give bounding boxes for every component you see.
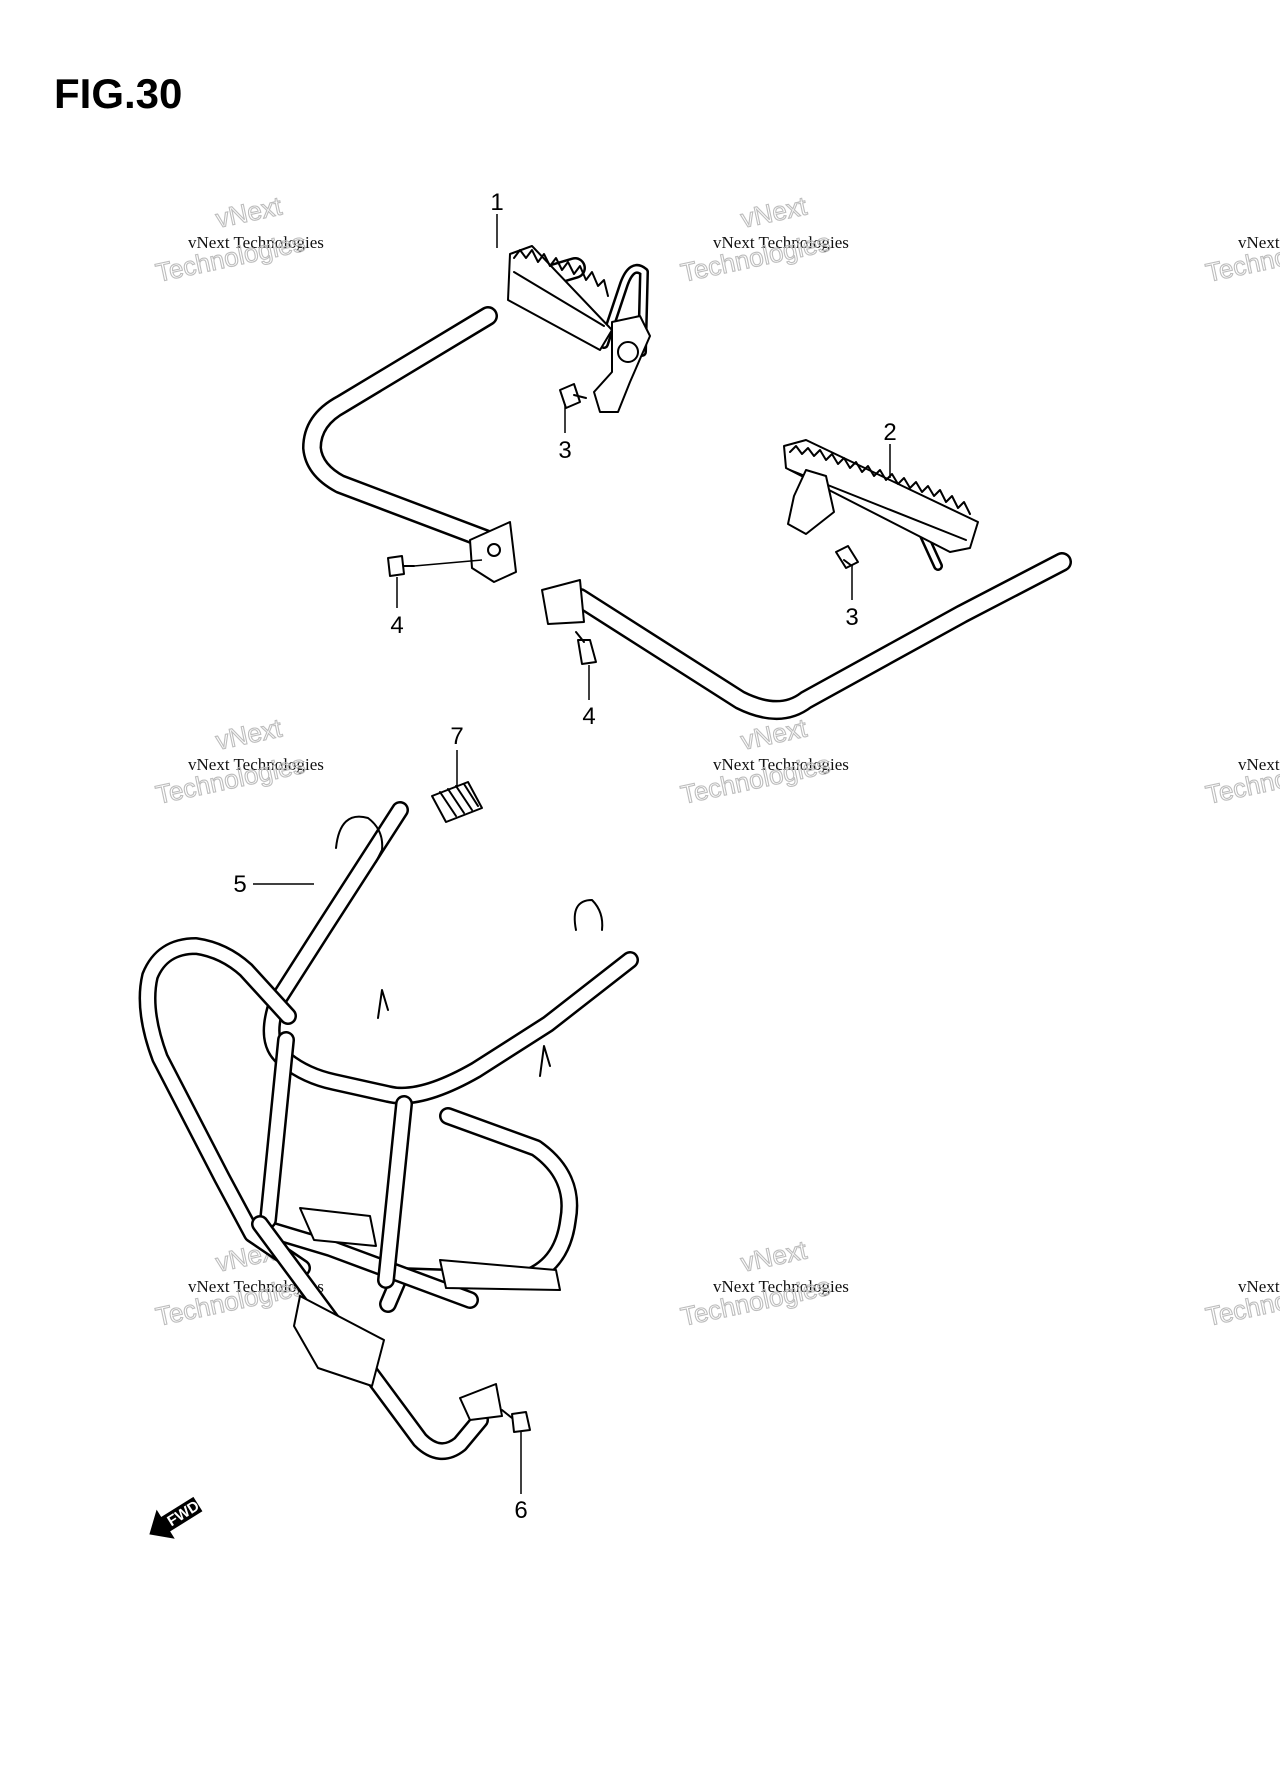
right-footrest-assembly — [541, 439, 1072, 720]
callout-3: 3 — [558, 437, 571, 464]
watermark-line: vNext Technologies — [188, 755, 324, 774]
figure-title: FIG.30 — [54, 70, 183, 117]
fwd-label: FWD — [164, 1497, 202, 1530]
watermark-outline: vNext — [213, 191, 285, 234]
watermark: vNext Technologies vNext Technologies — [677, 1234, 849, 1332]
bolt-icon — [559, 383, 587, 409]
callout-labels: 1 2 3 3 4 4 5 6 7 — [233, 189, 896, 1524]
watermark-line: vNext Technologies — [188, 1277, 324, 1296]
watermark: vNext Technologies vNext Technologies — [152, 712, 324, 810]
watermark-outline: vNext — [738, 1235, 810, 1278]
watermark-outline: vNext — [213, 713, 285, 756]
leader-lines — [253, 214, 891, 1494]
watermark-line: vNext Technologies — [1238, 755, 1280, 774]
watermark: vNext Technologies vNext Technologies — [677, 712, 849, 810]
watermark-line: vNext Technologies — [713, 233, 849, 252]
watermark: vNext Technologies vNext Technologies — [677, 190, 849, 288]
callout-4: 4 — [390, 612, 403, 639]
bolt-icon — [387, 555, 415, 577]
bolt-icon — [501, 1409, 531, 1433]
watermark-layer: vNext Technologies vNext Technologies vN… — [152, 190, 1280, 1332]
end-cap-icon — [431, 781, 483, 823]
callout-3: 3 — [845, 604, 858, 631]
watermark-line: vNext Technologies — [1238, 233, 1280, 252]
bolt-icon — [835, 545, 859, 569]
callout-4: 4 — [582, 703, 595, 730]
bolt-icon — [575, 631, 597, 665]
watermark: vNext Technologies vNext Technologies — [152, 190, 324, 288]
watermark-line: vNext Technologies — [713, 755, 849, 774]
front-bumper-guard — [138, 801, 639, 1460]
watermark: vNext Technologies Technologies — [1202, 226, 1280, 288]
callout-1: 1 — [490, 189, 503, 216]
watermark-line: vNext Technologies — [1238, 1277, 1280, 1296]
left-footrest-assembly — [302, 245, 651, 583]
fwd-arrow-icon: FWD — [149, 1496, 203, 1539]
callout-5: 5 — [233, 871, 246, 898]
watermark: vNext Technologies Technologies — [1202, 1270, 1280, 1332]
watermark: vNext Technologies Technologies — [1202, 748, 1280, 810]
watermark-outline: vNext — [738, 191, 810, 234]
watermark-line: vNext Technologies — [188, 233, 324, 252]
callout-6: 6 — [514, 1497, 527, 1524]
watermark-line: vNext Technologies — [713, 1277, 849, 1296]
callout-2: 2 — [883, 419, 896, 446]
callout-7: 7 — [450, 723, 463, 750]
